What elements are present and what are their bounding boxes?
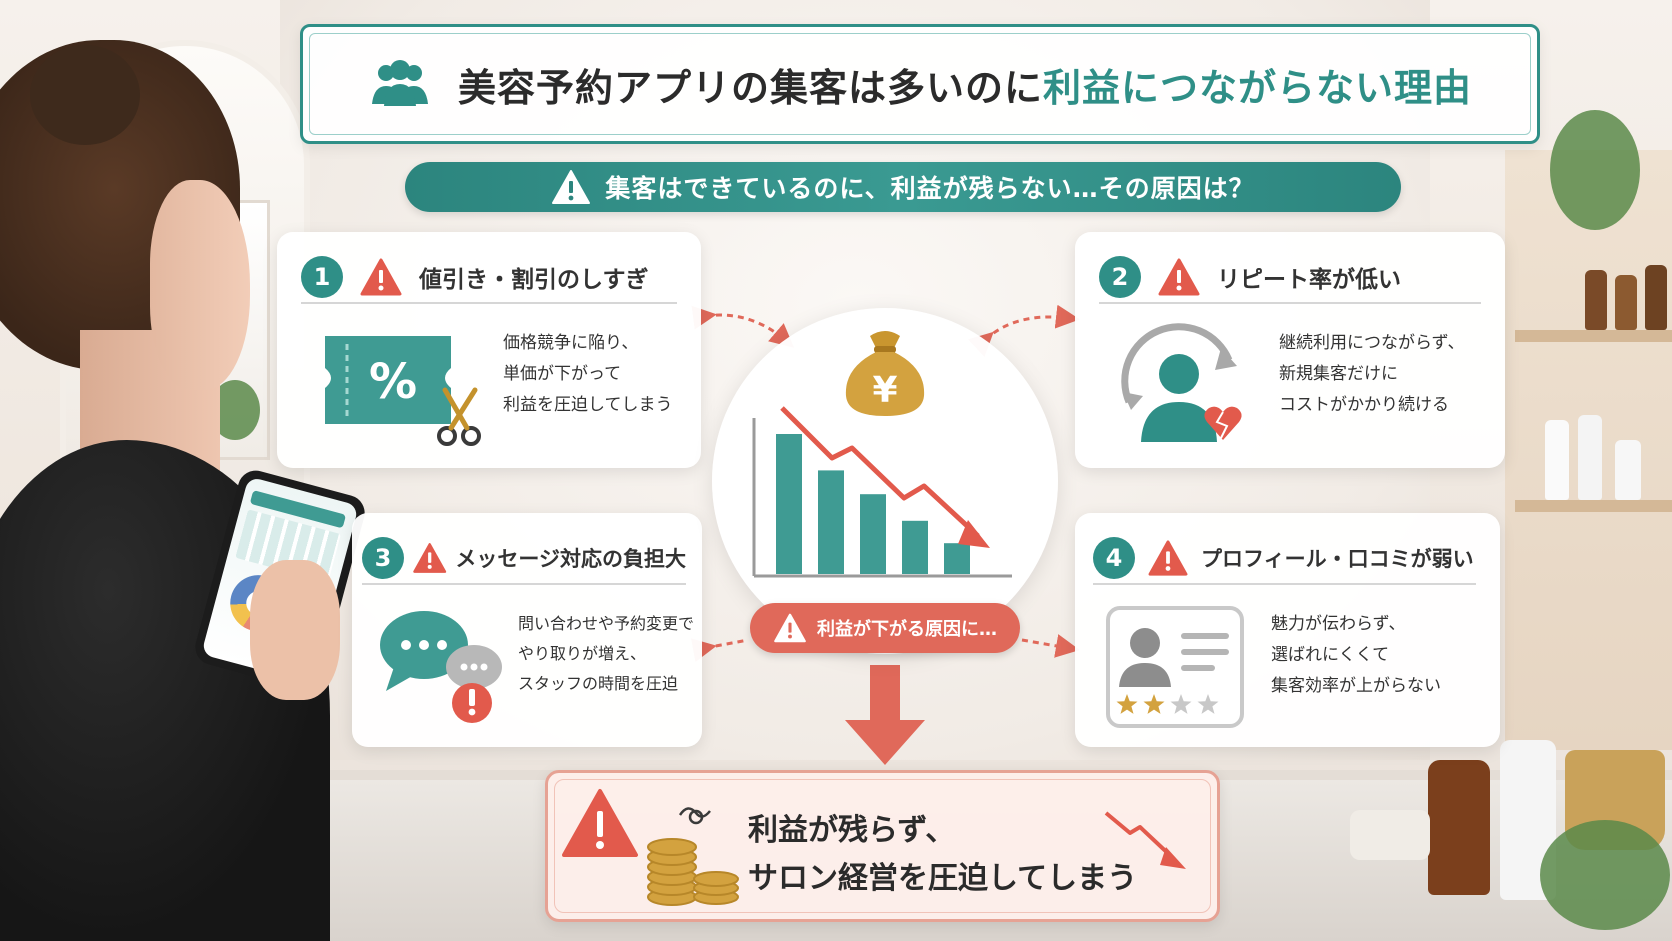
reason-number-badge: 2 <box>1099 256 1141 298</box>
reason-description-line: コストがかかり続ける <box>1279 395 1449 415</box>
chart-bar <box>818 470 844 574</box>
reason-title: 値引き・割引のしすぎ <box>419 267 649 293</box>
chart-bar <box>944 543 970 574</box>
warning-icon <box>774 613 806 643</box>
reason-description: 魅力が伝わらず、 選ばれにくくて 集客効率が上がらない <box>1271 609 1441 702</box>
reason-title: プロフィール・口コミが弱い <box>1201 547 1474 571</box>
reason-card-header: 2 リピート率が低い <box>1099 252 1481 304</box>
chart-bar <box>860 494 886 574</box>
yen-money-bag-icon: ¥ <box>845 331 925 416</box>
person-hand <box>250 560 340 700</box>
svg-text:¥: ¥ <box>872 370 897 411</box>
reason-description: 継続利用につながらず、 新規集客だけに コストがかかり続ける <box>1279 328 1464 421</box>
reason-card-4: 4 プロフィール・口コミが弱い 魅力が伝わらず、 選ばれにくくて 集客効率が上が… <box>1075 513 1500 747</box>
bottle <box>1615 440 1641 500</box>
center-chart-circle: ¥ <box>712 308 1058 654</box>
reason-card-1: 1 値引き・割引のしすぎ % 価格競争に陥り、 単価が下がって 利益を圧迫してし… <box>277 232 701 468</box>
reason-description-line: 継続利用につながらず、 <box>1279 333 1465 353</box>
banner-text: 集客はできているのに、利益が残らない…その原因は？ <box>605 174 1255 203</box>
shelf-board <box>1515 330 1672 342</box>
chart-bars <box>776 434 970 574</box>
center-badge-text: 利益が下がる原因に… <box>817 619 997 640</box>
amber-bottle <box>1428 760 1490 895</box>
subtitle-banner: 集客はできているのに、利益が残らない…その原因は？ <box>405 162 1401 212</box>
reason-number-badge: 3 <box>362 537 404 579</box>
downtrend-arrow-icon <box>780 406 980 538</box>
reason-title: リピート率が低い <box>1217 267 1401 293</box>
page-title: 美容予約アプリの集客は多いのに利益につながらない理由 <box>458 57 1472 112</box>
warning-icon <box>360 258 402 296</box>
customer-cycle-broken-heart-icon <box>1121 323 1242 442</box>
result-message: 利益が残らず、 サロン経営を圧迫してしまう <box>748 807 1137 903</box>
result-line: サロン経営を圧迫してしまう <box>748 861 1138 896</box>
reason-card-header: 1 値引き・割引のしすぎ <box>301 252 677 304</box>
chat-bubbles-alert-icon <box>380 611 502 723</box>
star-empty-icon <box>1170 694 1192 714</box>
reason-description-line: 価格競争に陥り、 <box>503 333 639 353</box>
result-line: 利益が残らず、 <box>748 813 956 848</box>
reason-description-line: 問い合わせや予約変更で <box>518 614 695 633</box>
shelf-board <box>1515 500 1672 512</box>
plant <box>1550 110 1640 230</box>
reason-description-line: 新規集客だけに <box>1279 364 1398 384</box>
chart-bar <box>776 434 802 574</box>
reason-description-line: やり取りが増え、 <box>518 644 647 663</box>
chart-bar <box>902 520 928 574</box>
downtrend-arrow-icon <box>1104 811 1186 869</box>
people-group-icon <box>371 60 428 106</box>
reason-card-header: 4 プロフィール・口コミが弱い <box>1093 533 1476 585</box>
discount-coupon-scissors-icon: % <box>325 336 481 446</box>
title-box: 美容予約アプリの集客は多いのに利益につながらない理由 <box>300 24 1540 144</box>
plant <box>1540 820 1670 930</box>
bottle <box>1578 415 1602 500</box>
reason-card-header: 3 メッセージ対応の負担大 <box>362 533 686 585</box>
coins-warning-icon <box>562 789 739 906</box>
reason-description-line: 選ばれにくくて <box>1271 645 1390 665</box>
reason-description-line: 集客効率が上がらない <box>1271 676 1441 696</box>
warning-icon <box>413 543 447 573</box>
title-highlight: 利益につながらない理由 <box>1043 65 1473 110</box>
warning-icon <box>1158 258 1200 296</box>
cream-jar <box>1350 810 1430 860</box>
star-filled-icon <box>1116 694 1138 714</box>
reason-description-line: 利益を圧迫してしまう <box>503 395 673 415</box>
bottle <box>1545 420 1569 500</box>
title-prefix: 美容予約アプリの集客は多いのに <box>457 65 1043 110</box>
reason-description-line: 単価が下がって <box>503 364 622 384</box>
reason-number-badge: 4 <box>1093 537 1135 579</box>
reason-description: 価格競争に陥り、 単価が下がって 利益を圧迫してしまう <box>503 328 673 421</box>
bottle <box>1645 265 1667 330</box>
reason-number-badge: 1 <box>301 256 343 298</box>
profile-card-stars-icon <box>1106 606 1244 728</box>
reason-description-line: スタッフの時間を圧迫 <box>518 674 679 693</box>
warning-icon <box>1148 540 1188 576</box>
center-warning-badge: 利益が下がる原因に… <box>750 603 1020 653</box>
result-box: 利益が残らず、 サロン経営を圧迫してしまう <box>545 770 1220 922</box>
reason-card-2: 2 リピート率が低い 継続利用につながらず、 新規集客だけに コストがかかり続け… <box>1075 232 1505 468</box>
reason-card-3: 3 メッセージ対応の負担大 問い合わせや予約変更で やり取りが増え、 スタッフの… <box>352 513 702 747</box>
star-empty-icon <box>1197 694 1219 714</box>
reason-description-line: 魅力が伝わらず、 <box>1271 614 1406 634</box>
svg-text:%: % <box>369 354 417 410</box>
reason-title: メッセージ対応の負担大 <box>455 547 686 571</box>
bottle <box>1585 270 1607 330</box>
bottle <box>1615 275 1637 330</box>
downtrend-arrowhead <box>958 520 990 548</box>
reason-description: 問い合わせや予約変更で やり取りが増え、 スタッフの時間を圧迫 <box>518 609 694 699</box>
declining-bar-chart: ¥ <box>752 331 1012 578</box>
star-rating <box>1116 694 1219 714</box>
star-filled-icon <box>1143 694 1165 714</box>
person-hair-bun <box>30 45 140 145</box>
person-face <box>150 180 250 390</box>
warning-icon <box>552 170 591 204</box>
